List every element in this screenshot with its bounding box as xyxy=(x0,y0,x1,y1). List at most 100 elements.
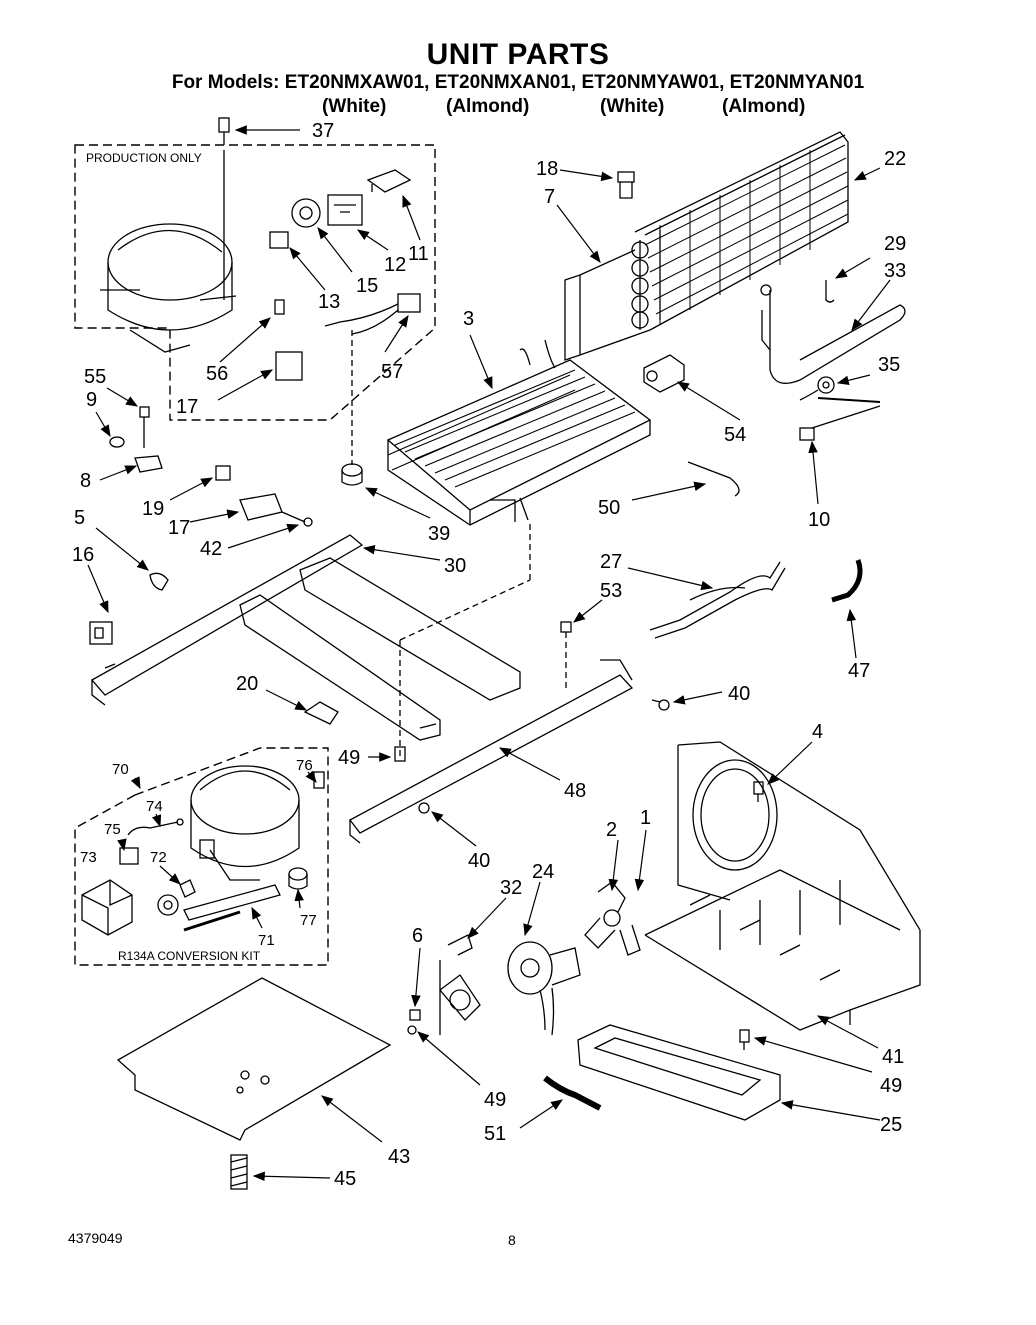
parts-55-9-8 xyxy=(109,406,163,473)
callout-2: 2 xyxy=(606,819,617,841)
callout-74: 74 xyxy=(146,798,163,815)
compressor-production xyxy=(100,150,237,353)
callout-24: 24 xyxy=(532,861,554,883)
callout-17a: 17 xyxy=(176,396,198,418)
callout-27: 27 xyxy=(600,551,622,573)
callout-9: 9 xyxy=(86,389,97,411)
callout-35: 35 xyxy=(878,354,900,376)
callout-70: 70 xyxy=(112,761,129,778)
document-number: 4379049 xyxy=(68,1230,123,1246)
callout-55: 55 xyxy=(84,366,106,388)
fan-shroud-41 xyxy=(644,741,921,1031)
callout-25: 25 xyxy=(880,1114,902,1136)
base-plate-43 xyxy=(116,977,392,1141)
callout-16: 16 xyxy=(72,544,94,566)
callout-12: 12 xyxy=(384,254,406,276)
base-frame xyxy=(90,520,634,844)
callout-numbers: 37 22 18 7 29 33 11 15 12 13 56 57 3 35 … xyxy=(72,120,906,1190)
compressor-kit xyxy=(183,765,325,932)
callout-22: 22 xyxy=(884,148,906,170)
callout-40b: 40 xyxy=(468,850,490,872)
fan-blade-2 xyxy=(584,881,641,956)
callout-75: 75 xyxy=(104,821,121,838)
screw-37 xyxy=(218,117,230,145)
page-title: UNIT PARTS xyxy=(426,38,610,71)
callout-3: 3 xyxy=(463,308,474,330)
conversion-kit-box xyxy=(74,747,329,966)
callout-49a: 49 xyxy=(338,747,360,769)
parts-5-16 xyxy=(89,572,169,645)
callout-49c: 49 xyxy=(484,1089,506,1111)
callout-10: 10 xyxy=(808,509,830,531)
heater-33 xyxy=(760,280,906,441)
callout-39: 39 xyxy=(428,523,450,545)
callout-6: 6 xyxy=(412,925,423,947)
drain-pan-25 xyxy=(577,1024,781,1121)
leader-arrows xyxy=(87,125,891,1182)
tube-47 xyxy=(831,559,863,603)
callout-13: 13 xyxy=(318,291,340,313)
tube-50 xyxy=(687,461,740,497)
callout-56: 56 xyxy=(206,363,228,385)
variant-label-3: (White) xyxy=(600,96,665,117)
callout-19: 19 xyxy=(142,498,164,520)
foot-45 xyxy=(230,1154,248,1190)
motor-bracket-32 xyxy=(439,934,481,1035)
screws-6-49 xyxy=(407,1009,421,1035)
callout-17b: 17 xyxy=(168,517,190,539)
evaporator-22 xyxy=(631,131,849,331)
callout-77: 77 xyxy=(300,912,317,929)
callout-71: 71 xyxy=(258,932,275,949)
callout-50: 50 xyxy=(598,497,620,519)
callout-4: 4 xyxy=(812,721,823,743)
callout-72: 72 xyxy=(150,849,167,866)
page-number: 8 xyxy=(508,1232,516,1248)
tube-51 xyxy=(543,1075,602,1111)
callout-57: 57 xyxy=(381,361,403,383)
callout-73: 73 xyxy=(80,849,97,866)
conversion-kit-label: R134A CONVERSION KIT xyxy=(118,949,261,963)
callout-48: 48 xyxy=(564,780,586,802)
screws-right xyxy=(739,781,764,1050)
callout-76: 76 xyxy=(296,757,313,774)
condenser-3 xyxy=(386,339,652,526)
callout-40a: 40 xyxy=(728,683,750,705)
callout-53: 53 xyxy=(600,580,622,602)
grommet-39 xyxy=(341,330,363,486)
plug-18 xyxy=(617,171,635,199)
parts-11-15 xyxy=(269,169,412,249)
callout-5: 5 xyxy=(74,507,85,529)
callout-47: 47 xyxy=(848,660,870,682)
callout-45: 45 xyxy=(334,1168,356,1190)
callout-8: 8 xyxy=(80,470,91,492)
callout-37: 37 xyxy=(312,120,334,142)
drier-27 xyxy=(649,561,786,639)
callout-54: 54 xyxy=(724,424,746,446)
callout-32: 32 xyxy=(500,877,522,899)
fan-motor-24 xyxy=(507,941,581,1036)
variant-label-4: (Almond) xyxy=(722,96,806,117)
callout-42: 42 xyxy=(200,538,222,560)
bracket-7 xyxy=(564,249,651,361)
variant-label-2: (Almond) xyxy=(446,96,530,117)
callout-11: 11 xyxy=(408,243,429,265)
kit-small-parts xyxy=(81,818,196,936)
parts-56-57-17 xyxy=(274,293,421,381)
callout-33: 33 xyxy=(884,260,906,282)
callout-7: 7 xyxy=(544,186,555,208)
callout-29: 29 xyxy=(884,233,906,255)
parts-19-17-42 xyxy=(215,465,313,527)
screws-mid xyxy=(394,621,670,814)
callout-41: 41 xyxy=(882,1046,904,1068)
production-only-label: PRODUCTION ONLY xyxy=(86,151,202,165)
callout-20: 20 xyxy=(236,673,258,695)
callout-1: 1 xyxy=(640,807,651,829)
variant-label-1: (White) xyxy=(322,96,387,117)
callout-49b: 49 xyxy=(880,1075,902,1097)
callout-30: 30 xyxy=(444,555,466,577)
bracket-20 xyxy=(303,701,339,725)
callout-18: 18 xyxy=(536,158,558,180)
callout-15: 15 xyxy=(356,275,378,297)
callout-51: 51 xyxy=(484,1123,506,1145)
